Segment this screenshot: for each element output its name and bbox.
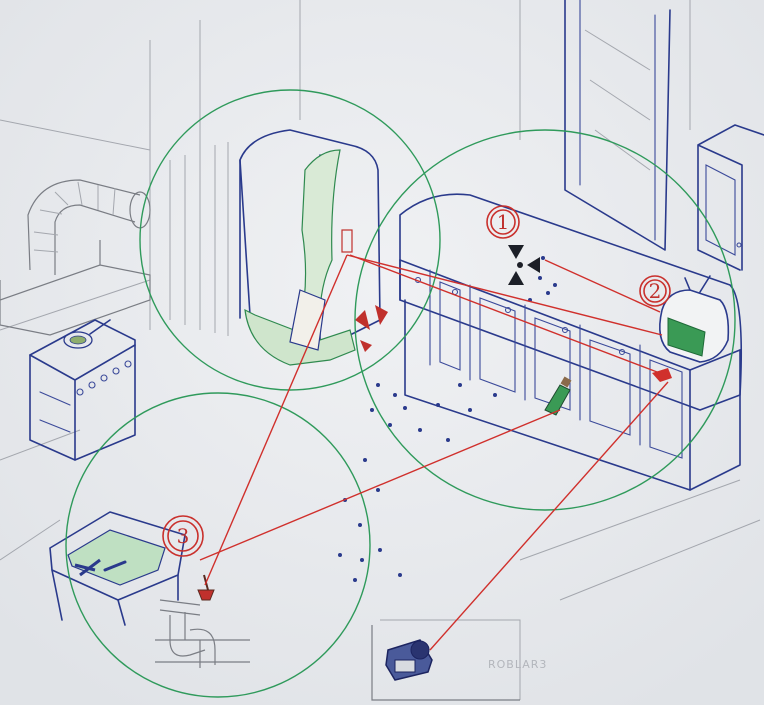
camera-icon [385, 639, 433, 681]
marker-1-label: 1 [497, 210, 510, 234]
marker-2: 2 [639, 275, 671, 307]
range-hood [0, 240, 151, 336]
floor-label: ROBLAR3 [488, 658, 547, 671]
marker-3: 3 [162, 515, 204, 557]
drip-marks [338, 256, 557, 582]
radiation-icon [508, 245, 540, 285]
stove [29, 319, 136, 461]
area-circle-counter [354, 129, 736, 511]
fridge [169, 129, 388, 366]
pan-icon [63, 319, 111, 349]
sink [49, 511, 186, 626]
area-circle-fridge [139, 89, 441, 391]
exhaust-duct [27, 179, 151, 275]
marker-2-label: 2 [649, 279, 662, 303]
area-circle-sink [65, 392, 371, 698]
kitchen-window [564, 0, 671, 251]
sink-drain-pipes [155, 599, 250, 668]
paint-tube-icon [544, 376, 572, 416]
marker-3-label: 3 [177, 524, 190, 548]
connection-lines [199, 254, 669, 651]
marker-1: 1 [486, 205, 520, 239]
tv-icon [652, 275, 730, 382]
wall-cabinet [697, 124, 764, 271]
